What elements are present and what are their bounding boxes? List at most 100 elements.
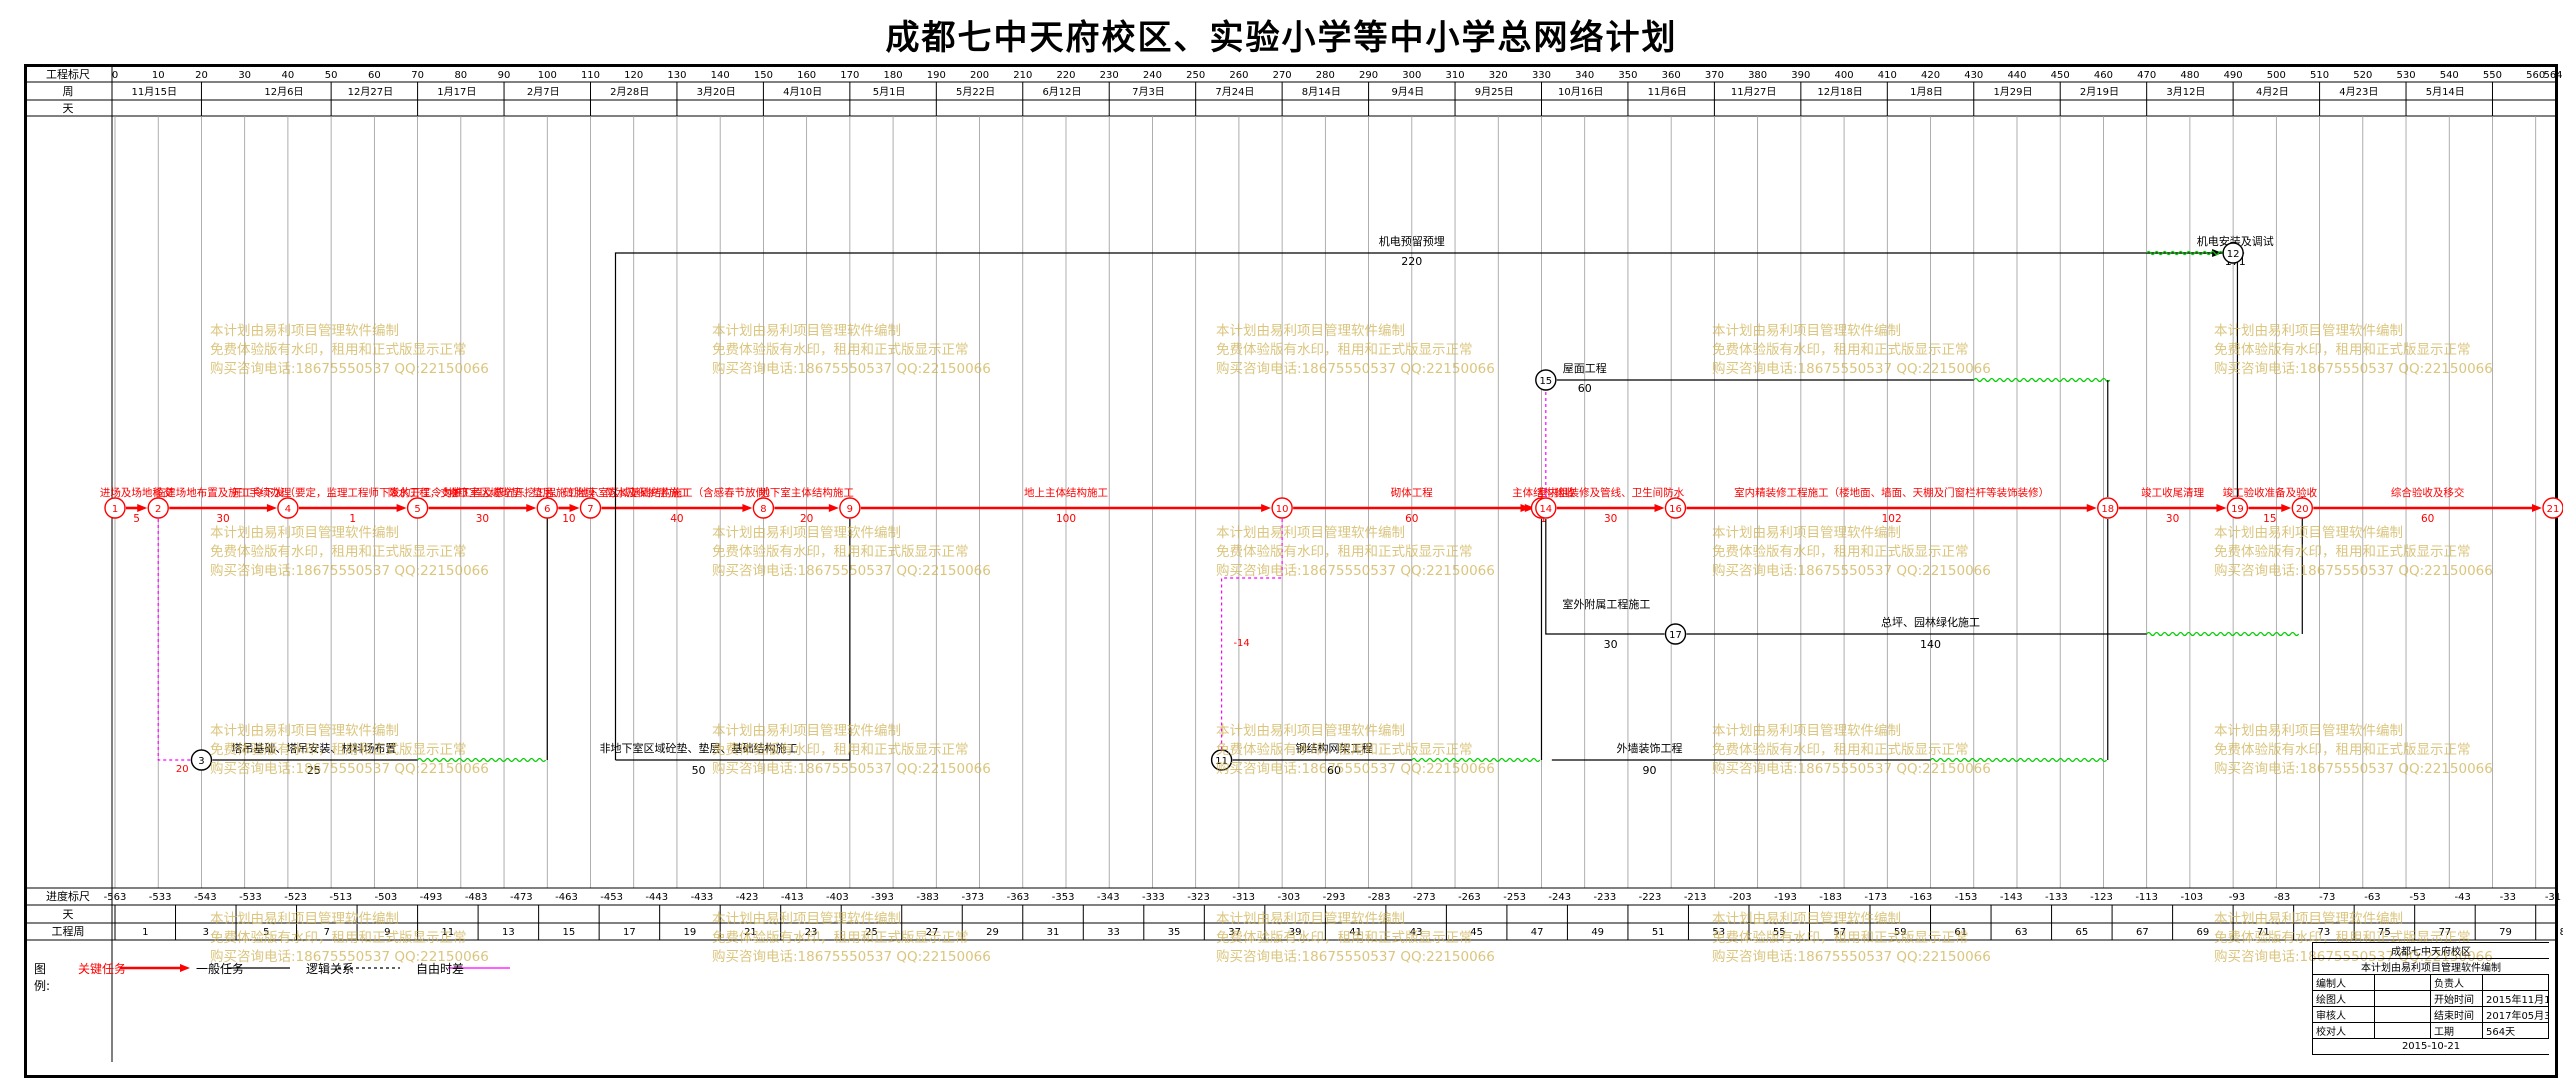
week-number: 11 bbox=[441, 927, 454, 938]
free-float bbox=[2146, 631, 2300, 637]
activity-duration: 20 bbox=[800, 513, 813, 525]
progress-tick: -323 bbox=[1187, 892, 1210, 903]
activity-duration: 220 bbox=[1401, 255, 1422, 268]
scale-tick: 510 bbox=[2310, 70, 2329, 81]
free-float bbox=[1973, 377, 2111, 383]
scale-tick: 180 bbox=[884, 70, 903, 81]
node-label: 8 bbox=[760, 504, 766, 515]
progress-tick: -253 bbox=[1503, 892, 1526, 903]
scale-tick: 0 bbox=[112, 70, 118, 81]
activity-duration: 60 bbox=[1405, 513, 1418, 525]
node-21 bbox=[2542, 497, 2563, 519]
activity-duration: 100 bbox=[1056, 513, 1076, 525]
activity-duration: 30 bbox=[1604, 513, 1617, 525]
activity-label: 地下室区域基础结构施工（含感春节放假） bbox=[577, 486, 777, 499]
node-10 bbox=[1271, 497, 1293, 519]
scale-tick: 150 bbox=[754, 70, 773, 81]
header-scale-label: 工程标尺 bbox=[46, 67, 90, 81]
critical-arrow-head bbox=[2216, 504, 2227, 512]
progress-tick: -153 bbox=[1955, 892, 1978, 903]
scale-tick: 80 bbox=[454, 70, 467, 81]
title-block-date: 2015-10-21 bbox=[2401, 1041, 2461, 1052]
page-title: 成都七中天府校区、实验小学等中小学总网络计划 bbox=[885, 18, 1678, 58]
week-number: 1 bbox=[142, 927, 148, 938]
node-label: 20 bbox=[2296, 504, 2309, 515]
progress-tick: -143 bbox=[2000, 892, 2023, 903]
free-float bbox=[417, 757, 547, 763]
node-label: 21 bbox=[2547, 504, 2560, 515]
activity-label: 钢结构网架工程 bbox=[1296, 741, 1373, 755]
title-block-cell: 564天 bbox=[2483, 1023, 2549, 1038]
critical-arrow-head bbox=[2281, 504, 2292, 512]
week-number: 65 bbox=[2075, 927, 2088, 938]
activity-duration: 40 bbox=[670, 513, 683, 525]
activity-label: 砌体工程 bbox=[1391, 487, 1433, 499]
week-label: 12月18日 bbox=[1817, 86, 1862, 98]
activity-label: 室内粗装修及管线、卫生间防水 bbox=[1537, 486, 1684, 499]
week-label: 10月16日 bbox=[1558, 86, 1603, 98]
scale-tick: 260 bbox=[1229, 70, 1248, 81]
progress-tick: -133 bbox=[2045, 892, 2068, 903]
week-label: 6月12日 bbox=[1042, 86, 1081, 98]
week-label: 2月7日 bbox=[527, 86, 560, 98]
scale-tick: 190 bbox=[927, 70, 946, 81]
node-label: 18 bbox=[2101, 504, 2114, 515]
week-label: 4月23日 bbox=[2339, 86, 2378, 98]
progress-tick: -313 bbox=[1232, 892, 1255, 903]
activity-label: 室内精装修工程施工（楼地面、墙面、天棚及门窗栏杆等装饰装修） bbox=[1734, 486, 2049, 499]
progress-tick: -433 bbox=[691, 892, 714, 903]
activity-duration: 5 bbox=[133, 513, 140, 525]
scale-tick: 30 bbox=[238, 70, 251, 81]
progress-tick: -483 bbox=[465, 892, 488, 903]
node-19 bbox=[2226, 497, 2249, 519]
scale-tick: 520 bbox=[2353, 70, 2372, 81]
progress-tick: -123 bbox=[2090, 892, 2113, 903]
week-number: 7 bbox=[324, 927, 330, 938]
progress-tick: -533 bbox=[239, 892, 262, 903]
week-label: 12月27日 bbox=[348, 86, 393, 98]
progress-tick: -33 bbox=[2500, 892, 2516, 903]
progress-tick: -533 bbox=[149, 892, 172, 903]
node-16 bbox=[1664, 497, 1687, 519]
node-label: 12 bbox=[2227, 249, 2240, 260]
title-block-cell: 结束时间 bbox=[2431, 1007, 2483, 1022]
progress-tick: -453 bbox=[600, 892, 623, 903]
node-label: 2 bbox=[155, 504, 161, 515]
progress-tick: -343 bbox=[1097, 892, 1120, 903]
progress-tick: -31 bbox=[2545, 892, 2561, 903]
activity-duration: 90 bbox=[1643, 764, 1657, 777]
node-label: 9 bbox=[847, 504, 853, 515]
progress-tick: -203 bbox=[1729, 892, 1752, 903]
header-week-label: 周 bbox=[63, 85, 74, 98]
activity-label: 机电安装及调试 bbox=[2197, 234, 2274, 248]
legend-critical-head bbox=[180, 964, 190, 972]
scale-tick: 250 bbox=[1186, 70, 1205, 81]
progress-tick: -463 bbox=[555, 892, 578, 903]
title-block-cell bbox=[2375, 1023, 2431, 1038]
activity-duration: 30 bbox=[2166, 513, 2179, 525]
progress-tick: -103 bbox=[2180, 892, 2203, 903]
scale-tick: 100 bbox=[538, 70, 557, 81]
node-6 bbox=[536, 497, 558, 519]
scale-tick: 450 bbox=[2051, 70, 2070, 81]
week-number: 61 bbox=[1954, 927, 1967, 938]
node-label: 11 bbox=[1215, 756, 1228, 767]
week-number: 33 bbox=[1107, 927, 1120, 938]
week-number: 35 bbox=[1168, 927, 1181, 938]
title-block-cell bbox=[2375, 1007, 2431, 1022]
scale-tick: 310 bbox=[1445, 70, 1464, 81]
node-2 bbox=[147, 497, 169, 519]
week-number: 23 bbox=[805, 927, 818, 938]
title-block-cell: 校对人 bbox=[2313, 1023, 2375, 1038]
title-block-cell: 2017年05月31日 bbox=[2483, 1007, 2549, 1022]
scale-tick: 270 bbox=[1273, 70, 1292, 81]
critical-arrow-head bbox=[526, 504, 537, 512]
scale-tick: 410 bbox=[1878, 70, 1897, 81]
activity-label: 总坪、园林绿化施工 bbox=[1881, 615, 1980, 629]
footer-day-label: 天 bbox=[63, 908, 74, 921]
week-label: 5月22日 bbox=[956, 86, 995, 98]
scale-tick: 20 bbox=[195, 70, 208, 81]
week-number: 45 bbox=[1470, 927, 1483, 938]
